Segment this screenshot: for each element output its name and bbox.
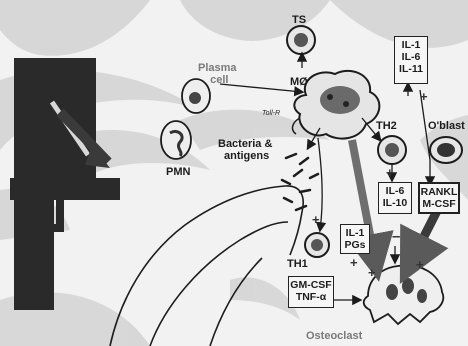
th2-label: TH2 — [376, 120, 397, 132]
gmcsf-tnf-box: GM-CSF TNF-α — [288, 276, 334, 308]
il6-il10-line-1: IL-6 — [379, 185, 411, 197]
il-box-line-2: IL-6 — [395, 51, 427, 63]
gmcsf-line-2: TNF-α — [289, 291, 333, 303]
bacteria-label-line-2: antigens — [218, 150, 272, 162]
macrophage-label: MØ — [290, 76, 308, 88]
plus-sign-il1-pgs: + — [350, 256, 358, 269]
tooth-outline — [110, 186, 303, 346]
rankl-mcsf-box: RANKL M-CSF — [418, 182, 460, 214]
pmn-cell-shape — [161, 121, 191, 159]
plasma-cell-label: Plasma cell — [198, 62, 237, 86]
oblast-label: O'blast — [428, 120, 465, 132]
th1-cell-shape — [305, 233, 329, 257]
rankl-line-1: RANKL — [420, 186, 458, 198]
il-box-line-3: IL-11 — [395, 63, 427, 75]
gmcsf-line-1: GM-CSF — [289, 279, 333, 291]
plus-sign-th2: + — [386, 166, 394, 179]
pmn-label: PMN — [166, 166, 190, 178]
oblast-cell-shape — [430, 137, 462, 163]
il6-il10-box: IL-6 IL-10 — [378, 182, 412, 214]
il-cytokine-box: IL-1 IL-6 IL-11 — [394, 36, 428, 84]
bacteria-marks — [282, 154, 318, 210]
plus-sign-th1: + — [312, 213, 320, 226]
plasma-cell-label-line-2: cell — [198, 74, 237, 86]
th1-label: TH1 — [287, 258, 308, 270]
th2-cell-shape — [378, 136, 406, 164]
il1-pgs-line-1: IL-1 — [341, 227, 369, 239]
rankl-line-2: M-CSF — [420, 198, 458, 210]
plus-sign-osteoclast-left: + — [368, 266, 376, 279]
bacteria-antigens-label: Bacteria & antigens — [218, 138, 272, 162]
osteoclast-label: Osteoclast — [306, 330, 362, 342]
ts-label: TS — [292, 14, 306, 26]
il6-il10-line-2: IL-10 — [379, 197, 411, 209]
minus-sign-il6-il10: – — [392, 230, 400, 243]
plasma-cell-label-line-1: Plasma — [198, 62, 237, 74]
plus-sign-rankl: + — [416, 258, 424, 271]
toll-receptor-label: Toll-R — [262, 108, 280, 120]
il-box-line-1: IL-1 — [395, 39, 427, 51]
il1-pgs-line-2: PGs — [341, 239, 369, 251]
il1-pgs-box: IL-1 PGs — [340, 224, 370, 254]
bacteria-label-line-1: Bacteria & — [218, 138, 272, 150]
plus-sign-il-box: + — [420, 90, 428, 103]
ts-cell-shape — [287, 26, 315, 54]
